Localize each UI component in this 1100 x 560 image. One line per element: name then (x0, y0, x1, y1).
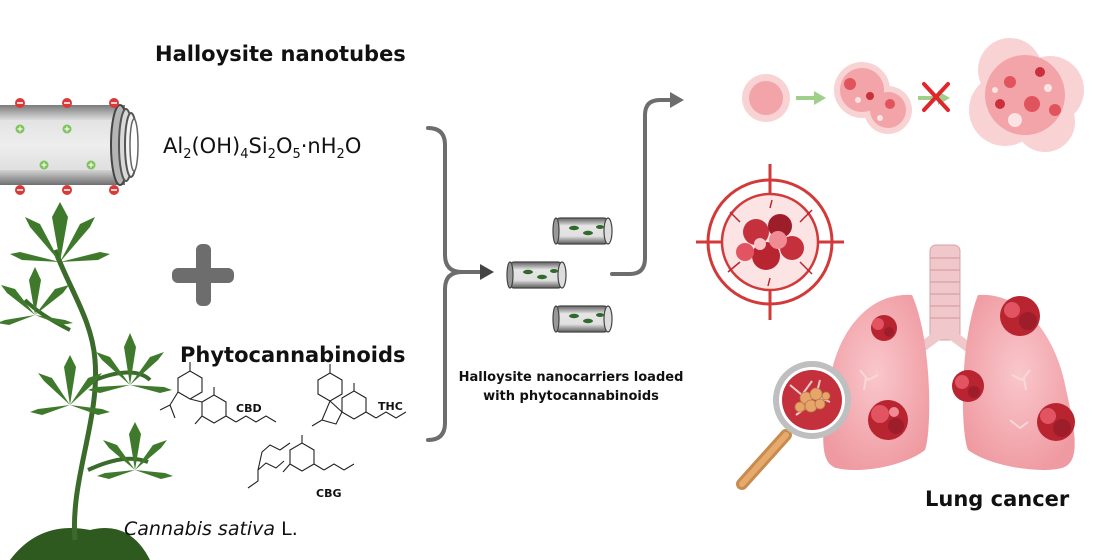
tumor-icons (868, 296, 1075, 441)
positive-charge-icons (15, 124, 96, 170)
formula-subscript: 2 (183, 147, 192, 163)
cbd-label: CBD (236, 402, 262, 415)
target-crosshair-icon (696, 164, 844, 320)
halloysite-nanotube-graphic (0, 98, 139, 195)
cannabis-plant-graphic (0, 202, 173, 560)
phytocannabinoids-title: Phytocannabinoids (180, 343, 406, 367)
formula-part: Al (163, 134, 184, 158)
formula-part: O (275, 134, 293, 158)
plus-icon (172, 244, 234, 306)
cell-growth-sequence (742, 38, 1084, 152)
chemical-structures (159, 362, 407, 489)
formula-subscript: 4 (240, 147, 249, 163)
plant-species-name: Cannabis sativa (124, 518, 276, 540)
nanocarriers-caption-line1: Halloysite nanocarriers loaded (458, 370, 684, 385)
formula-part: O (344, 134, 362, 158)
convergence-bracket (426, 126, 484, 442)
thc-label: THC (378, 400, 403, 413)
plant-species-label: Cannabis sativa L. (124, 518, 298, 540)
lung-cancer-label: Lung cancer (925, 487, 1070, 511)
arrow-to-outcome (610, 98, 674, 276)
formula-part: Si (248, 134, 268, 158)
formula-subscript: 2 (336, 147, 345, 163)
lungs-graphic (823, 244, 1075, 470)
formula-part: ·nH (300, 134, 337, 158)
nanocarriers-caption: Halloysite nanocarriers loaded with phyt… (440, 368, 702, 406)
plant-species-suffix: L. (275, 518, 298, 540)
formula-subscript: 5 (292, 147, 301, 163)
formula-part: (OH) (191, 134, 241, 158)
halloysite-title: Halloysite nanotubes (155, 42, 406, 66)
arrow-to-cells-icon (670, 92, 684, 108)
cbg-label: CBG (316, 487, 342, 500)
formula-subscript: 2 (267, 147, 276, 163)
loaded-nanocarriers-graphic (506, 217, 613, 333)
cross-icon (922, 82, 950, 112)
halloysite-formula: Al2(OH)4Si2O5·nH2O (163, 134, 361, 162)
arrow-to-nanocarriers-icon (480, 264, 494, 280)
magnifying-glass-icon (736, 361, 851, 490)
nanocarriers-caption-line2: with phytocannabinoids (483, 389, 659, 404)
